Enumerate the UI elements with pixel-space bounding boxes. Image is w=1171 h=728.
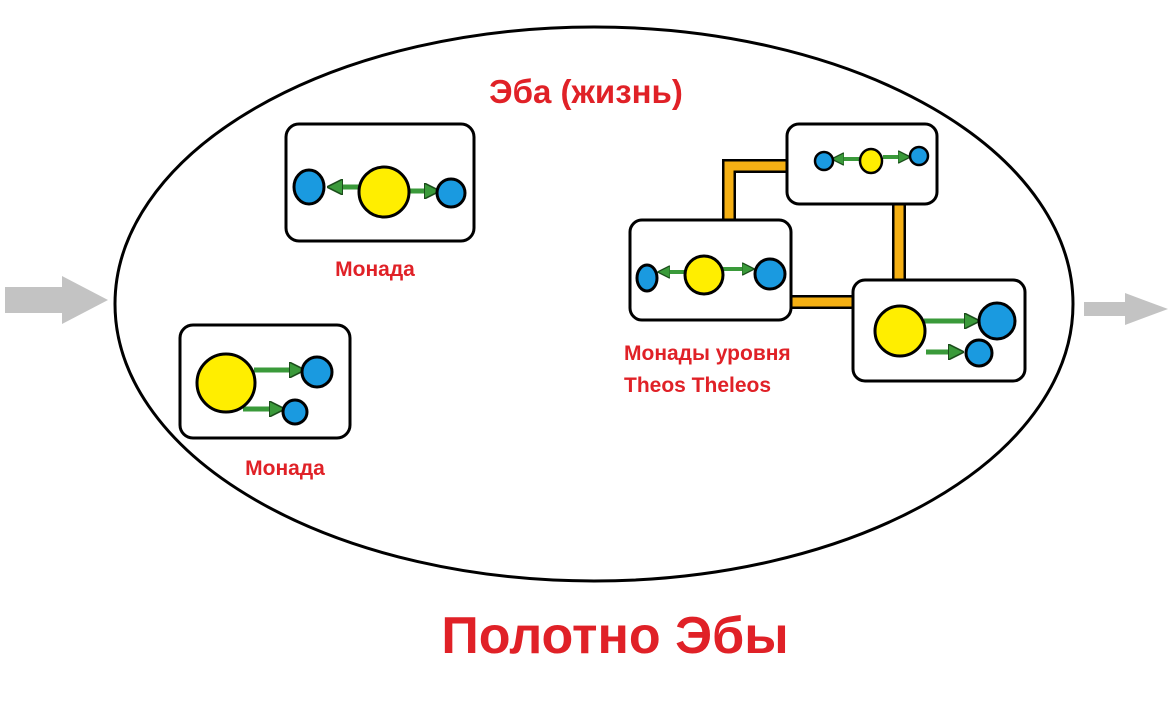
monad-bottom-node-lower <box>281 398 309 426</box>
theos-monad-top-core <box>858 147 884 175</box>
monad-top-core <box>357 165 411 219</box>
monad-bottom-core <box>195 352 257 414</box>
theos-monad-left <box>628 218 793 322</box>
theos-monad-right-node-upper <box>977 301 1017 341</box>
theos-monad-left-node-left <box>635 263 659 293</box>
output-flow-arrow <box>1084 293 1168 325</box>
monad-bottom-label: Монада <box>245 457 325 480</box>
theos-monad-top-node-right <box>908 145 930 167</box>
canvas-caption: Полотно Эбы <box>441 607 788 665</box>
theos-monad-top <box>785 122 939 206</box>
monad-top <box>284 122 476 243</box>
theos-label-line1: Монады уровня <box>624 342 791 365</box>
monad-top-node-right <box>435 177 467 209</box>
theos-monad-left-node-right <box>753 257 787 291</box>
input-flow-arrow <box>5 276 108 324</box>
life-title: Эба (жизнь) <box>489 73 683 110</box>
monad-top-label: Монада <box>335 258 415 281</box>
theos-monad-right-core <box>873 304 927 358</box>
monad-top-node-left <box>292 168 326 206</box>
theos-monad-top-node-left <box>813 150 835 172</box>
monad-bottom <box>178 323 352 440</box>
theos-label-line2: Theos Theleos <box>624 374 771 397</box>
theos-monad-right <box>851 278 1027 383</box>
theos-links <box>722 159 906 309</box>
theos-monad-left-core <box>683 254 725 296</box>
monad-bottom-node-upper <box>300 355 334 389</box>
theos-monad-right-node-lower <box>964 338 994 368</box>
